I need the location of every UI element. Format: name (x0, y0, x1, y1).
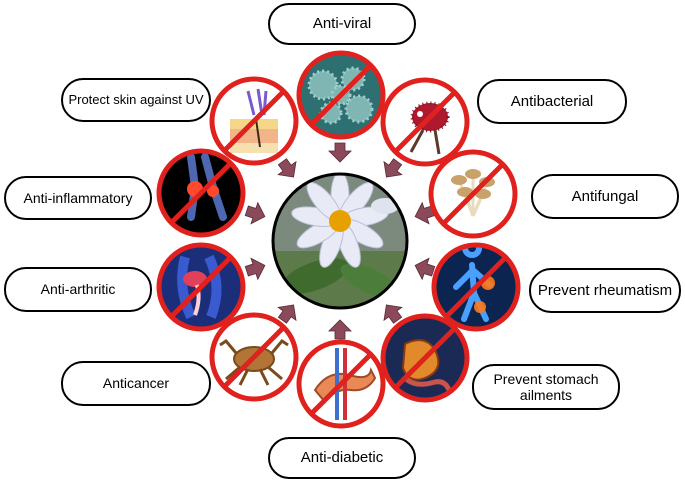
prohibition-sign-icon (209, 76, 299, 166)
virus-icon (296, 50, 386, 140)
label-antifungal: Antifungal (531, 174, 679, 219)
arrow-icon (328, 319, 352, 340)
center-plant-image (271, 172, 409, 310)
label-anti-arthritic: Anti-arthritic (4, 267, 152, 312)
label-antibacterial: Antibacterial (477, 79, 627, 124)
arrow-icon (383, 304, 403, 324)
arrow-icon (244, 257, 266, 281)
stomach-icon (380, 313, 470, 403)
arrow-icon (383, 158, 403, 178)
inflamed-leg-icon (156, 148, 246, 238)
skin-uv-icon (209, 76, 299, 166)
prohibition-sign-icon (296, 339, 386, 429)
arrow-icon (328, 142, 352, 163)
label-anti-diabetic: Anti-diabetic (268, 437, 416, 479)
arrow-icon (277, 304, 297, 324)
bacteria-icon (380, 77, 470, 167)
label-protect-skin: Protect skin against UV (61, 78, 211, 122)
flower-core-icon (329, 210, 351, 232)
prohibition-sign-icon (209, 312, 299, 402)
prohibition-sign-icon (380, 313, 470, 403)
label-anticancer: Anticancer (61, 361, 211, 406)
arrow-icon (277, 158, 297, 178)
rheumatism-body-icon (431, 242, 521, 332)
prohibition-sign-icon (431, 242, 521, 332)
pancreas-icon (296, 339, 386, 429)
label-anti-inflammatory: Anti-inflammatory (4, 176, 152, 220)
arrow-icon (414, 257, 436, 281)
label-prevent-stomach-ailments: Prevent stomach ailments (472, 364, 620, 410)
label-prevent-rheumatism: Prevent rheumatism (529, 268, 681, 313)
arthritic-hip-icon (156, 242, 246, 332)
prohibition-sign-icon (156, 242, 246, 332)
prohibition-sign-icon (428, 149, 518, 239)
label-anti-viral: Anti-viral (268, 3, 416, 45)
prohibition-sign-icon (380, 77, 470, 167)
crab-icon (209, 312, 299, 402)
mushroom-icon (428, 149, 518, 239)
prohibition-sign-icon (156, 148, 246, 238)
prohibition-sign-icon (296, 50, 386, 140)
arrow-icon (244, 201, 266, 225)
